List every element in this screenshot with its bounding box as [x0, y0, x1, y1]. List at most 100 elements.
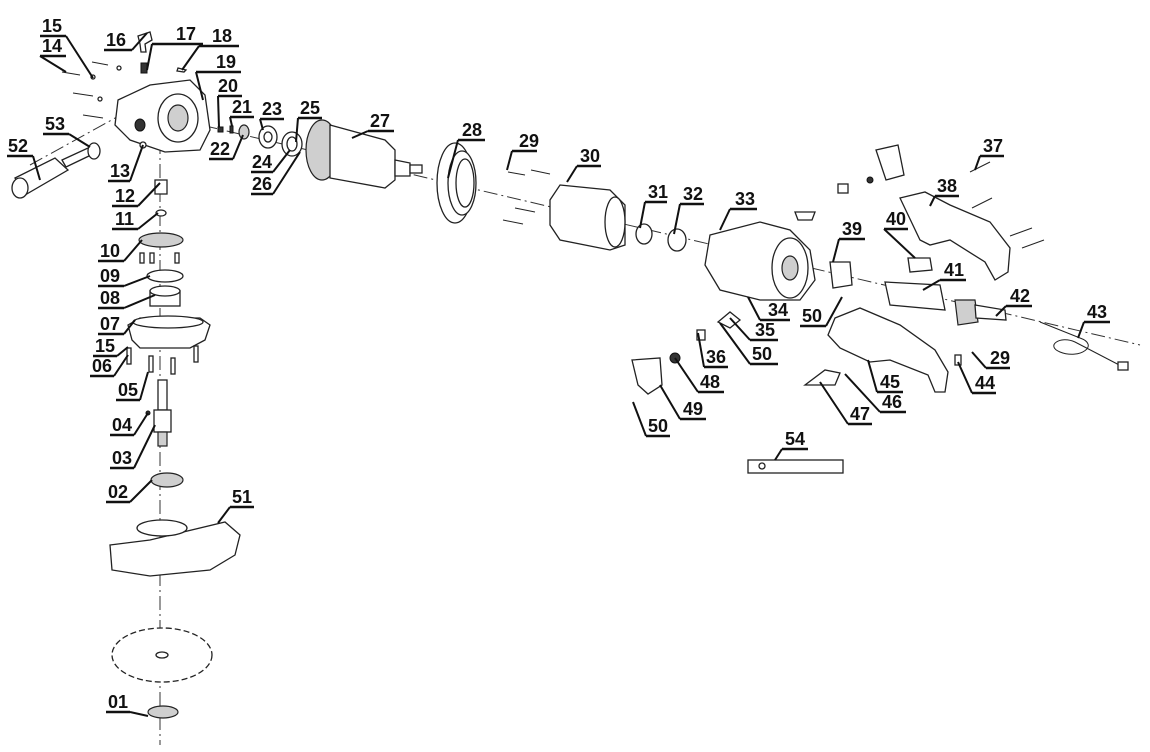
part-label-08: 08	[98, 288, 156, 310]
part-49-cap	[631, 357, 663, 395]
part-label-14: 14	[39, 36, 67, 73]
part-label-54: 54	[774, 429, 808, 461]
part-number-text: 49	[683, 399, 703, 419]
label-leader-line	[259, 118, 264, 131]
part-52-side-handle	[11, 147, 92, 199]
part-label-50b: 50	[719, 322, 778, 366]
part-label-15b: 15	[93, 336, 129, 358]
label-leader-line	[217, 506, 231, 524]
label-leader-line	[139, 371, 149, 401]
disc-hole	[155, 651, 169, 659]
part-number-text: 50	[648, 416, 668, 436]
part-number-text: 07	[100, 314, 120, 334]
part-label-22: 22	[209, 134, 244, 161]
part-label-05: 05	[116, 371, 149, 402]
label-leader-line	[883, 228, 916, 259]
part-number-text: 23	[262, 99, 282, 119]
part-number-text: 25	[300, 98, 320, 118]
part-number-text: 29	[990, 348, 1010, 368]
part-27-armature	[305, 119, 423, 189]
label-leader-line	[116, 346, 129, 357]
part-01-clamp-nut	[147, 705, 179, 719]
part-number-text: 02	[108, 482, 128, 502]
label-leader-line	[747, 296, 761, 321]
part-number-text: 40	[886, 209, 906, 229]
part-number-text: 03	[112, 448, 132, 468]
part-number-text: 35	[755, 320, 775, 340]
label-leader-line	[957, 361, 973, 394]
part-number-text: 44	[975, 373, 995, 393]
part-number-text: 54	[785, 429, 805, 449]
part-05-06-screws	[126, 345, 199, 375]
label-leader-line	[447, 139, 459, 179]
part-label-50c: 50	[632, 401, 670, 438]
part-17-spring	[140, 62, 148, 74]
part-number-text: 37	[983, 136, 1003, 156]
part-number-text: 43	[1087, 302, 1107, 322]
part-number-text: 17	[176, 24, 196, 44]
part-label-49: 49	[659, 384, 706, 421]
part-label-38: 38	[929, 176, 959, 207]
part-16-spindle-lock	[137, 31, 153, 53]
label-leader-line	[229, 116, 233, 127]
part-number-text: 50	[752, 344, 772, 364]
part-30-stator	[549, 184, 626, 251]
part-label-01: 01	[106, 692, 149, 717]
label-leader-line	[32, 155, 41, 181]
part-number-text: 45	[880, 372, 900, 392]
part-number-text: 52	[8, 136, 28, 156]
part-number-text: 27	[370, 111, 390, 131]
label-leader-line	[217, 95, 220, 128]
label-leader-line	[867, 359, 878, 393]
part-54-wrench	[747, 459, 844, 474]
part-label-41: 41	[922, 260, 966, 291]
label-leader-line	[272, 151, 301, 195]
label-leader-line	[232, 134, 244, 160]
part-number-text: 26	[252, 174, 272, 194]
part-label-52: 52	[7, 136, 41, 181]
label-leader-line	[719, 208, 731, 231]
part-label-11: 11	[112, 209, 159, 231]
part-label-30: 30	[566, 146, 601, 183]
part-number-text: 39	[842, 219, 862, 239]
part-number-text: 50	[802, 306, 822, 326]
part-number-text: 14	[42, 36, 62, 56]
part-number-text: 19	[216, 52, 236, 72]
part-31-bearing	[635, 223, 653, 245]
part-number-text: 36	[706, 347, 726, 367]
part-label-42: 42	[995, 286, 1032, 317]
label-leader-line	[673, 203, 681, 235]
part-label-53: 53	[43, 114, 91, 148]
part-number-text: 12	[115, 186, 135, 206]
label-leader-line	[729, 317, 751, 341]
part-label-13: 13	[108, 144, 144, 183]
part-label-09: 09	[98, 266, 151, 288]
label-leader-line	[137, 212, 159, 230]
part-number-text: 30	[580, 146, 600, 166]
part-label-23: 23	[259, 99, 284, 131]
part-label-50a: 50	[800, 296, 843, 328]
part-19-gear-housing	[114, 79, 211, 153]
part-38-upper-handle	[899, 191, 1011, 281]
part-label-32: 32	[673, 184, 704, 235]
label-leader-line	[123, 275, 151, 287]
label-leader-line	[123, 239, 143, 262]
part-number-text: 48	[700, 372, 720, 392]
label-leader-line	[129, 479, 153, 503]
part-label-25: 25	[295, 98, 322, 143]
part-label-45: 45	[867, 359, 903, 394]
part-42-cord-guard	[954, 299, 1007, 326]
part-08-bearing	[149, 285, 181, 307]
part-label-36: 36	[697, 332, 728, 369]
label-leader-line	[129, 144, 144, 182]
part-number-text: 15	[95, 336, 115, 356]
part-label-27: 27	[351, 111, 394, 139]
part-number-text: 24	[252, 152, 272, 172]
part-label-04: 04	[110, 412, 149, 437]
label-leader-line	[131, 32, 148, 51]
part-label-48: 48	[674, 357, 724, 394]
part-label-03: 03	[110, 424, 156, 470]
part-number-text: 22	[210, 139, 230, 159]
part-number-text: 08	[100, 288, 120, 308]
